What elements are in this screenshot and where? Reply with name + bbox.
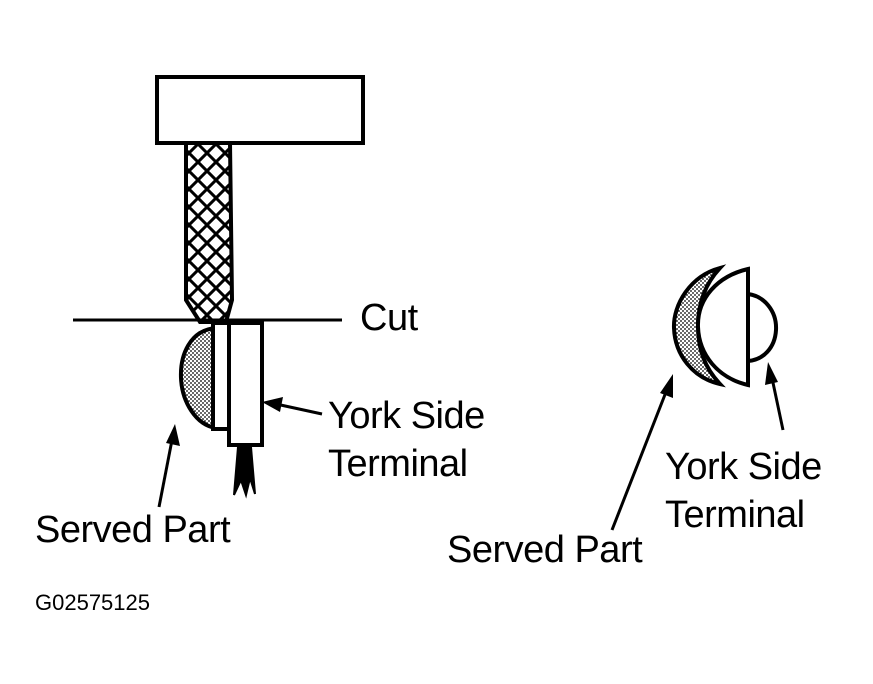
wire-tail bbox=[233, 446, 256, 499]
york-side-terminal-label: York Side Terminal bbox=[328, 392, 485, 488]
served-part-body bbox=[695, 266, 750, 388]
left-terminal-arrow bbox=[262, 397, 323, 416]
york-side-terminal-label-right-line2: Terminal bbox=[665, 494, 805, 536]
york-side-terminal-label-line1: York Side bbox=[328, 395, 485, 437]
figure-code: G02575125 bbox=[35, 590, 150, 615]
braided-wire bbox=[184, 141, 235, 324]
york-side-terminal-right bbox=[746, 291, 779, 364]
served-part-hemisphere bbox=[178, 325, 218, 431]
york-side-terminal bbox=[227, 321, 264, 447]
york-side-terminal-label-line2: Terminal bbox=[328, 443, 468, 485]
electrode-block bbox=[155, 75, 365, 145]
right-served-arrow bbox=[610, 374, 673, 531]
served-part-label-right: Served Part bbox=[447, 529, 643, 571]
york-side-terminal-label-right: York Side Terminal bbox=[665, 443, 822, 539]
left-served-arrow bbox=[157, 424, 180, 508]
left-assembly bbox=[73, 75, 365, 508]
cut-label: Cut bbox=[360, 297, 418, 339]
right-assembly bbox=[610, 264, 785, 531]
right-terminal-arrow bbox=[765, 362, 785, 431]
york-side-terminal-label-right-line1: York Side bbox=[665, 446, 822, 488]
served-part-label: Served Part bbox=[35, 509, 231, 551]
